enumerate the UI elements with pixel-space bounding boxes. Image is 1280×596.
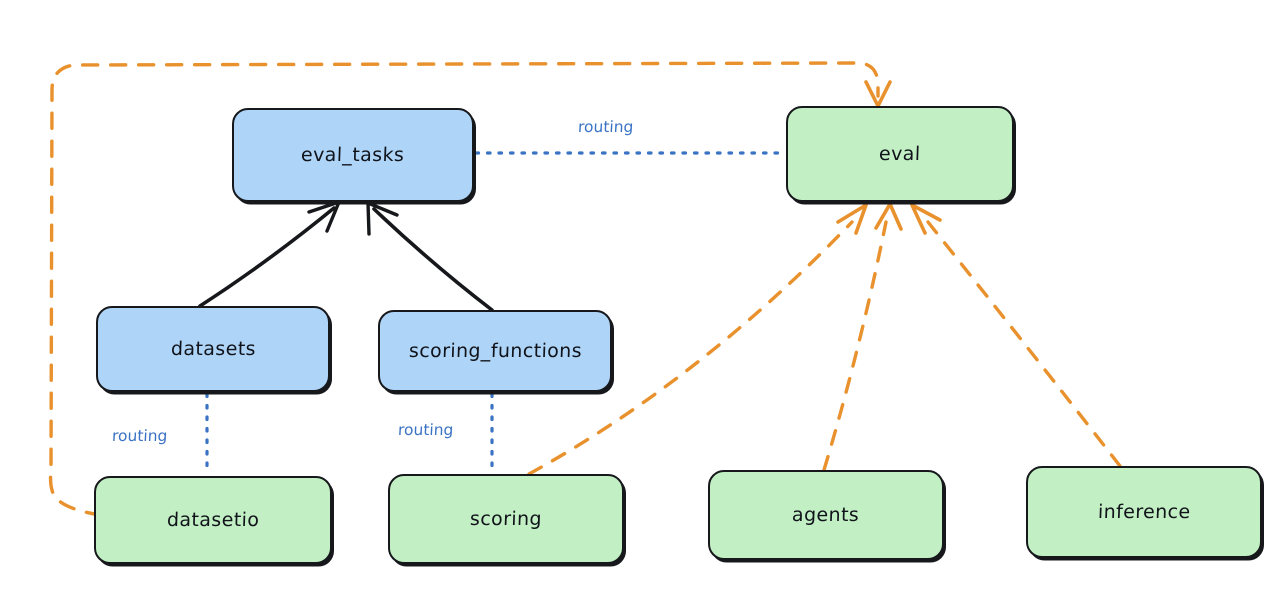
node-scoring[interactable]: scoring [388,474,624,564]
node-label-inference: inference [1097,501,1191,523]
edge-scoring-eval [527,203,868,476]
node-scoring-functions[interactable]: scoring_functions [378,310,612,392]
node-agents[interactable]: agents [708,470,944,560]
edge-inference-eval [910,203,1122,468]
edge-label-routing-datasets-datasetio: routing [111,427,168,445]
node-datasetio[interactable]: datasetio [94,476,332,564]
node-label-eval: eval [878,143,922,165]
edge-datasets-eval-tasks [198,200,341,308]
node-datasets[interactable]: datasets [96,306,330,392]
node-label-scoring-functions: scoring_functions [408,340,582,362]
node-eval-tasks[interactable]: eval_tasks [232,108,474,202]
edge-label-routing-eval-tasks-eval: routing [577,118,634,136]
node-label-agents: agents [792,504,860,526]
edge-label-routing-scoring-functions-scoring: routing [397,421,454,439]
node-label-datasets: datasets [170,338,256,360]
node-label-datasetio: datasetio [166,509,260,531]
node-eval[interactable]: eval [786,106,1014,202]
node-label-eval-tasks: eval_tasks [300,144,406,166]
node-inference[interactable]: inference [1026,466,1262,558]
edge-agents-eval [822,202,903,472]
edge-scoring-functions-eval-tasks [366,201,494,312]
node-label-scoring: scoring [469,508,543,530]
